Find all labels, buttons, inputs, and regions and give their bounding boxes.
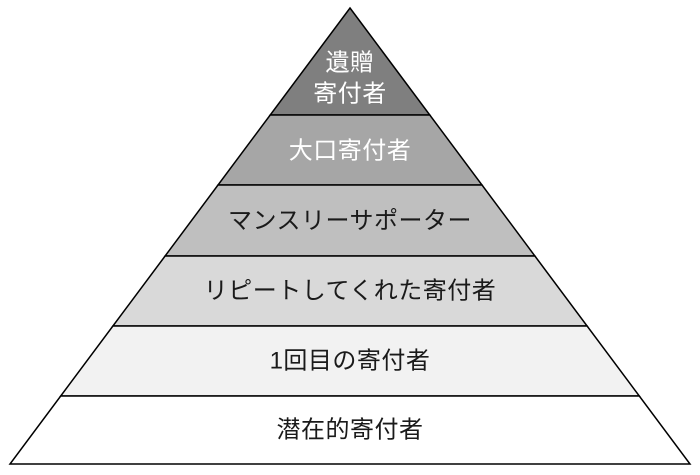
pyramid-level-1-label-line-2: 寄付者 <box>313 81 387 108</box>
pyramid-level-6-label: 潜在的寄付者 <box>277 417 424 444</box>
pyramid-level-5-label: 1回目の寄付者 <box>270 348 431 375</box>
pyramid-level-3-label: マンスリーサポーター <box>228 208 472 235</box>
pyramid-level-2-label: 大口寄付者 <box>289 138 412 165</box>
pyramid-level-1-label-line-1: 遺贈 <box>326 50 375 77</box>
pyramid-level-4-label: リピートしてくれた寄付者 <box>204 278 497 305</box>
pyramid-level-6 <box>8 395 692 465</box>
